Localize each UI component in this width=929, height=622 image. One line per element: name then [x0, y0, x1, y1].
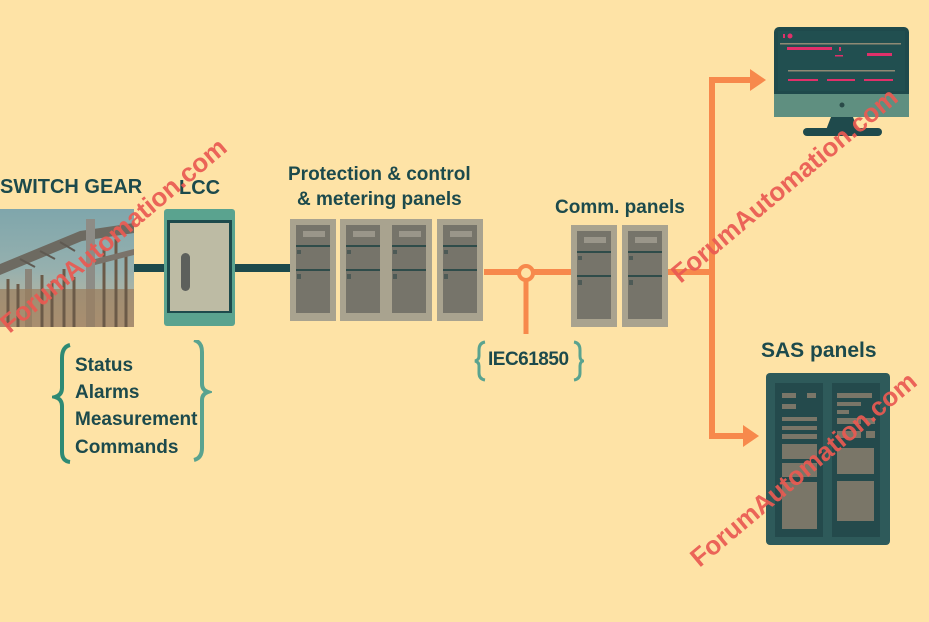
hardwire-lcc-protection — [234, 264, 292, 272]
switchgear-label: SWITCH GEAR — [0, 176, 143, 198]
signal-commands: Commands — [75, 437, 179, 458]
hardwire-switchgear-lcc — [132, 264, 166, 272]
signal-measurement: Measurement — [75, 409, 198, 430]
protection-panel-1 — [290, 219, 336, 321]
protection-panel-4 — [437, 219, 483, 321]
hmi-workstation — [773, 27, 910, 139]
protection-panels-label-line2: & metering panels — [297, 189, 462, 210]
protection-panel-3 — [386, 219, 432, 321]
protocol-braces — [474, 340, 584, 382]
sas-panel-cabinet — [766, 373, 890, 545]
iec-tap-node — [517, 264, 535, 282]
switchgear-photo — [0, 209, 134, 327]
protection-panels-label-line1: Protection & control — [288, 164, 471, 185]
signal-alarms: Alarms — [75, 382, 140, 403]
protocol-group: IEC61850 — [474, 339, 584, 383]
signals-group: Status Alarms Measurement Commands — [52, 340, 212, 465]
monitor-icon — [774, 27, 909, 136]
lcc-door-handle — [181, 253, 190, 291]
arrow-to-hmi-head — [750, 69, 766, 91]
protection-panel-2 — [340, 219, 386, 321]
comm-panels-label: Comm. panels — [555, 197, 685, 218]
arrow-to-sas-head — [743, 425, 759, 447]
sas-panels-label: SAS panels — [761, 339, 877, 362]
signals-braces — [52, 340, 212, 464]
comm-panel-2 — [622, 225, 668, 327]
lcc-cabinet — [164, 209, 235, 326]
protocol-label: IEC61850 — [488, 349, 569, 370]
comm-panel-1 — [571, 225, 617, 327]
lcc-label: LCC — [179, 177, 221, 199]
signal-status: Status — [75, 355, 134, 376]
